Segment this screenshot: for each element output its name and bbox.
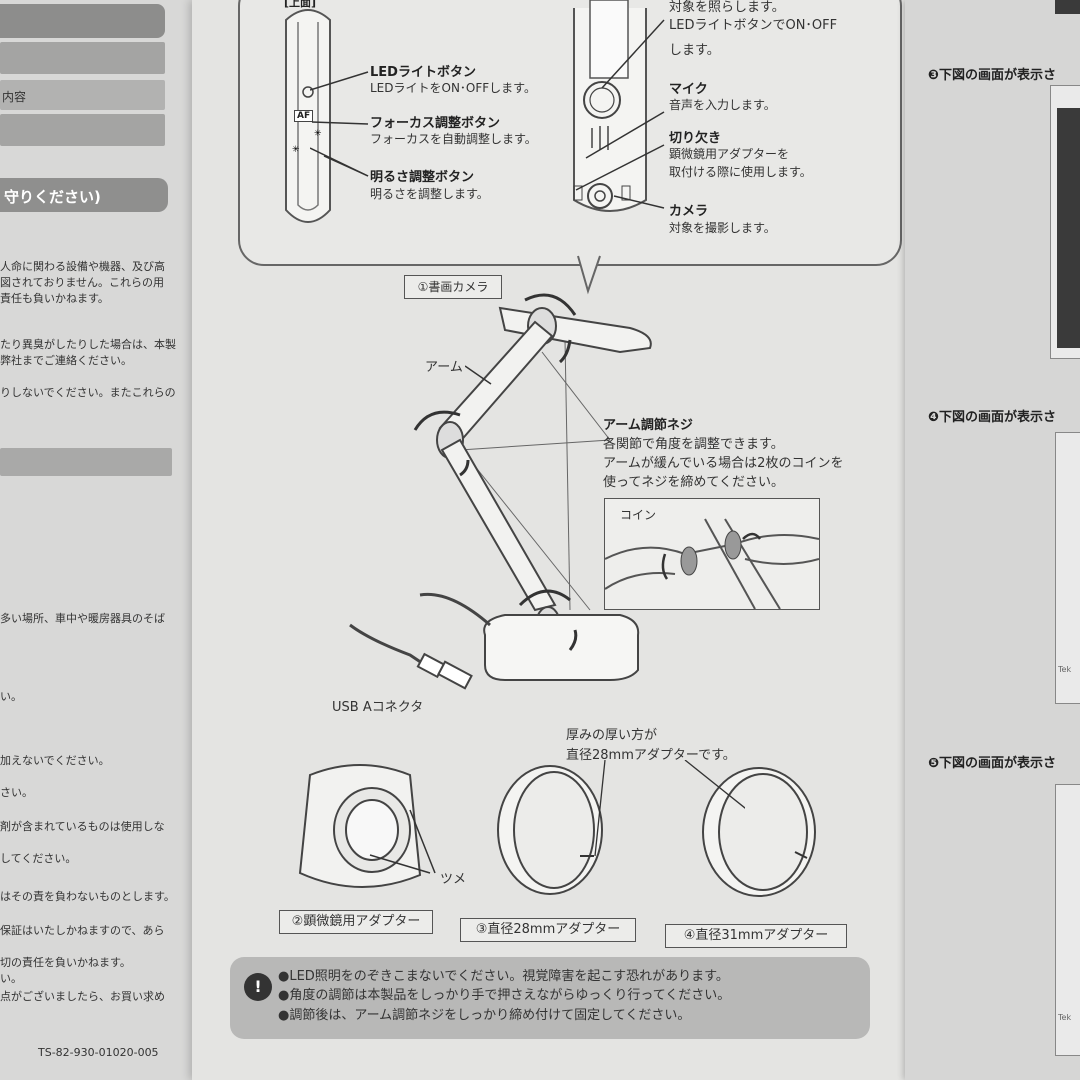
focus-button-label: フォーカス調整ボタン — [370, 116, 501, 131]
arm-screw-desc: アームが緩んでいる場合は2枚のコインを — [603, 456, 844, 471]
brightness-button-desc: 明るさを調整します。 — [370, 187, 489, 201]
body-line: してください。 — [0, 852, 77, 865]
document-camera-illustration — [349, 293, 652, 690]
body-line: 責任も負いかねます。 — [0, 292, 109, 305]
adapter-31mm-caption: ④直径31mmアダプター — [665, 924, 847, 948]
header-bar — [0, 80, 165, 110]
screenshot-window: Tek — [1055, 784, 1080, 1056]
header-bar — [0, 114, 165, 146]
body-line: 切の責任を負いかねます。 — [0, 956, 131, 969]
step-4-heading: ❹下図の画面が表示さ — [928, 410, 1057, 425]
body-line: たり異臭がしたりした場合は、本製 — [0, 338, 176, 351]
notch-desc: 取付ける際に使用します。 — [669, 165, 812, 179]
warning-line: ●LED照明をのぞきこまないでください。視覚障害を起こす恐れがあります。 — [278, 969, 729, 984]
body-line: 加えないでください。 — [0, 754, 110, 767]
camera-label: カメラ — [669, 204, 709, 219]
body-line: い。 — [0, 690, 22, 703]
arm-screw-desc: 各関節で角度を調整できます。 — [603, 437, 784, 452]
screenshot-text: Tek — [1058, 665, 1072, 674]
right-page: ❸下図の画面が表示さ ❹下図の画面が表示さ Tek ❺下図の画面が表示さ Tek — [905, 0, 1080, 1080]
warning-line: ●調節後は、アーム調節ネジをしっかり締め付けて固定してください。 — [278, 1008, 691, 1023]
adapter-28mm-caption: ③直径28mmアダプター — [460, 918, 636, 942]
header-bar — [0, 4, 165, 38]
warning-box: ! ●LED照明をのぞきこまないでください。視覚障害を起こす恐れがあります。 ●… — [230, 957, 870, 1039]
focus-button-desc: フォーカスを自動調整します。 — [370, 132, 537, 146]
mic-label: マイク — [669, 82, 708, 97]
body-line: はその責を負わないものとします。 — [0, 890, 175, 903]
body-line: 弊社までご連絡ください。 — [0, 354, 132, 367]
left-page: 内容 守りください) 人命に関わる設備や機器、及び高 図されておりません。これら… — [0, 0, 206, 1080]
section-heading-bar — [0, 178, 168, 212]
arm-screw-label: アーム調節ネジ — [603, 418, 693, 433]
thickness-leader-lines — [594, 760, 745, 857]
led-button-desc: LEDライトをON･OFFします。 — [370, 81, 536, 95]
body-line: りしないでください。またこれらの — [0, 386, 176, 399]
screenshot-window: Tek — [1055, 432, 1080, 704]
arm-label: アーム — [425, 360, 463, 375]
microscope-adapter-caption: ②顕微鏡用アダプター — [279, 910, 433, 934]
thickness-note: 直径28mmアダプターです。 — [566, 748, 736, 763]
led-light-desc: LEDライトボタンでON･OFF — [669, 18, 838, 33]
header-bar — [0, 448, 172, 476]
arm-screw-desc: 使ってネジを締めてください。 — [603, 475, 784, 490]
header-bar — [0, 42, 165, 74]
bubble-pointer — [577, 255, 601, 295]
coin-label: コイン — [620, 508, 657, 522]
document-camera-caption: ①書画カメラ — [404, 275, 502, 299]
body-line: 保証はいたしかねますので、あら — [0, 924, 165, 937]
section-heading: 守りください) — [4, 188, 101, 206]
adapter-28mm-illustration — [497, 765, 603, 895]
camera-desc: 対象を撮影します。 — [669, 221, 776, 235]
led-light-desc: します。 — [669, 43, 720, 58]
coin-inset — [604, 498, 820, 610]
brightness-button-label: 明るさ調整ボタン — [370, 170, 475, 185]
screenshot-content — [1057, 108, 1080, 348]
body-line: 点がございましたら、お買い求め — [0, 990, 165, 1003]
step-5-heading: ❺下図の画面が表示さ — [928, 756, 1057, 771]
warning-line: ●角度の調節は本製品をしっかり手で押さえながらゆっくり行ってください。 — [278, 988, 731, 1003]
leader-lines — [310, 71, 369, 177]
document-code: TS-82-930-01020-005 — [38, 1046, 159, 1059]
af-button-icon: AF — [294, 110, 314, 122]
arm-leader-line — [465, 365, 492, 385]
microscope-adapter-illustration — [298, 764, 436, 888]
body-line: 剤が含まれているものは使用しな — [0, 820, 165, 833]
usb-connector-label: USB Aコネクタ — [332, 700, 424, 715]
body-line: 人命に関わる設備や機器、及び高 — [0, 260, 165, 273]
thickness-note: 厚みの厚い方が — [566, 728, 658, 743]
led-button-label: LEDライトボタン — [370, 65, 476, 80]
screenshot-text: Tek — [1058, 1013, 1072, 1022]
adapter-31mm-illustration — [702, 767, 816, 897]
svg-text:✳: ✳ — [314, 129, 322, 139]
claw-label: ツメ — [440, 872, 467, 887]
warning-icon: ! — [244, 973, 272, 1001]
content-label: 内容 — [2, 90, 27, 104]
notch-desc: 顕微鏡用アダプターを — [669, 147, 790, 161]
step-3-heading: ❸下図の画面が表示さ — [928, 68, 1057, 83]
body-line: さい。 — [0, 786, 33, 799]
screenshot-window — [1050, 85, 1080, 359]
mic-desc: 音声を入力します。 — [669, 98, 776, 112]
camera-head-illustration — [573, 0, 665, 212]
body-line: 多い場所、車中や暖房器具のそば — [0, 612, 165, 625]
led-light-desc: 対象を照らします。 — [669, 0, 785, 15]
notch-label: 切り欠き — [669, 131, 722, 146]
body-line: い。 — [0, 972, 22, 985]
svg-text:✳: ✳ — [292, 145, 300, 155]
body-line: 図されておりません。これらの用 — [0, 276, 165, 289]
screenshot-fragment — [1055, 0, 1080, 14]
top-view-label: [上面] — [284, 0, 317, 9]
callout-bubble — [238, 0, 902, 266]
